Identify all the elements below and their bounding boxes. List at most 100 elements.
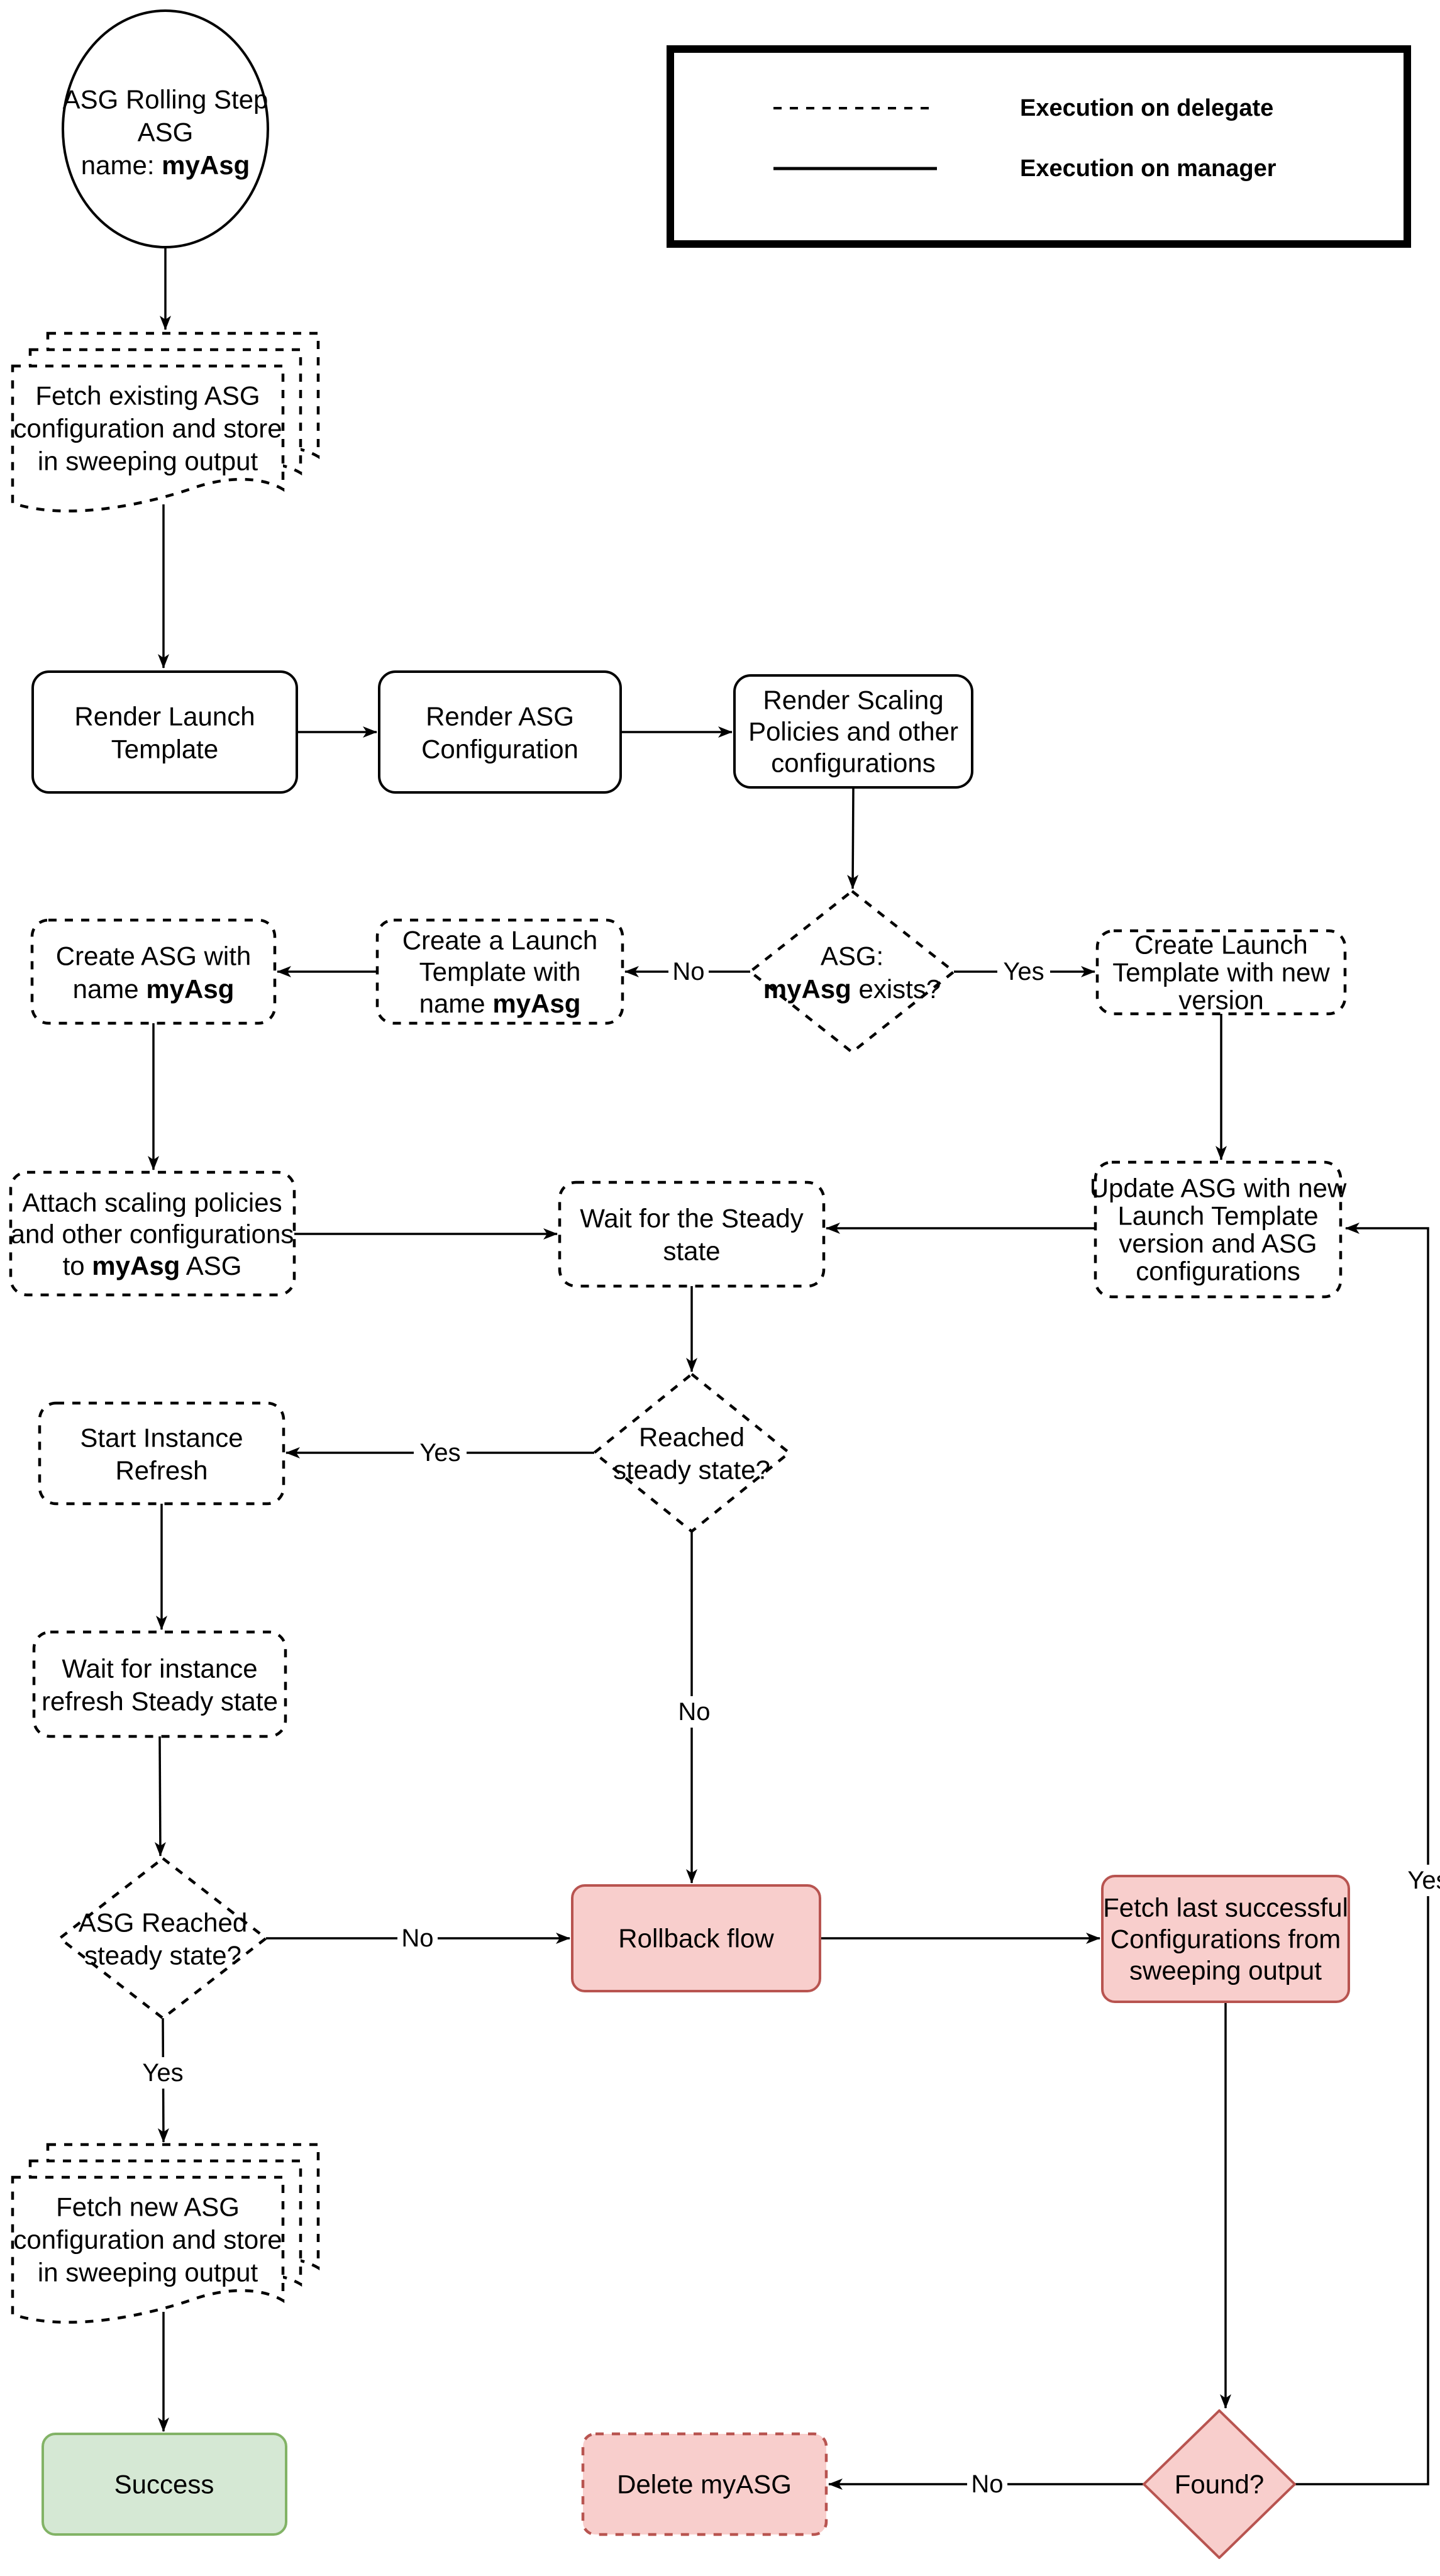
asg-reached-no-label: No bbox=[401, 1924, 433, 1952]
asg-exists-no-chip bbox=[668, 957, 709, 986]
create-asg-box bbox=[30, 918, 277, 1025]
asg-exists-line2-bold: myAsg bbox=[763, 974, 851, 1004]
reached-yes-label: Yes bbox=[419, 1439, 460, 1467]
success-box bbox=[42, 2433, 287, 2536]
fetch-existing-line3: in sweeping output bbox=[38, 447, 258, 476]
found-no-chip bbox=[967, 2470, 1007, 2499]
node-reached-steady-decision: Reached steady state? bbox=[592, 1372, 791, 1533]
render-asg-line1: Render ASG bbox=[426, 702, 574, 731]
render-scaling-line2: Policies and other bbox=[748, 717, 958, 747]
update-asg-line3: version and ASG bbox=[1119, 1229, 1317, 1258]
reached-yes-chip bbox=[414, 1438, 467, 1467]
create-asg-line2: name myAsg bbox=[73, 974, 235, 1004]
fetch-last-box bbox=[1101, 1875, 1350, 2003]
rollback-box bbox=[571, 1884, 821, 1992]
create-lt-new-line3: version bbox=[1178, 985, 1263, 1015]
fetch-existing-line2: configuration and store bbox=[13, 414, 282, 443]
asg-reached-yes-label: Yes bbox=[142, 2059, 183, 2087]
create-lt-new-box bbox=[1095, 929, 1347, 1016]
found-no-label: No bbox=[971, 2470, 1003, 2498]
render-lt-line2: Template bbox=[111, 735, 218, 764]
attach-scaling-box bbox=[9, 1170, 296, 1297]
attach-scaling-line3: to myAsg ASG bbox=[63, 1251, 242, 1280]
create-lt-new-line2: Template with new bbox=[1112, 958, 1330, 987]
rollback-label: Rollback flow bbox=[618, 1924, 774, 1953]
attach-scaling-line2: and other configurations bbox=[11, 1219, 294, 1249]
render-scaling-line3: configurations bbox=[771, 748, 936, 778]
node-fetch-last-success: Fetch last successful Configurations fro… bbox=[1101, 1875, 1350, 2003]
attach-scaling-line1: Attach scaling policies bbox=[22, 1188, 282, 1218]
delete-myasg-label: Delete myASG bbox=[617, 2470, 792, 2499]
node-create-asg: Create ASG with name myAsg bbox=[30, 918, 277, 1025]
update-asg-line2: Launch Template bbox=[1117, 1201, 1318, 1231]
create-asg-line1: Create ASG with bbox=[56, 941, 251, 971]
update-asg-line4: configurations bbox=[1136, 1257, 1300, 1286]
render-asg-line2: Configuration bbox=[421, 735, 579, 764]
edges bbox=[148, 247, 1429, 2490]
update-asg-box bbox=[1094, 1160, 1343, 1299]
create-lt-new-line1: Create Launch bbox=[1134, 930, 1308, 960]
reached-no-label: No bbox=[678, 1698, 710, 1726]
asg-exists-line2-rest: exists? bbox=[851, 974, 941, 1004]
start-line3-prefix: name: bbox=[81, 150, 162, 180]
node-delete-myasg: Delete myASG bbox=[581, 2432, 828, 2536]
node-create-launch-template: Create a Launch Template with name myAsg bbox=[375, 918, 624, 1025]
node-asg-reached-decision: ASG Reached steady state? bbox=[58, 1857, 268, 2020]
asg-exists-line1: ASG: bbox=[821, 941, 883, 971]
attach-line3-suffix: ASG bbox=[180, 1251, 241, 1280]
wait-steady-line2: state bbox=[663, 1236, 720, 1266]
success-label: Success bbox=[114, 2470, 214, 2499]
asg-reached-diamond bbox=[58, 1857, 268, 2020]
node-render-asg-config: Render ASG Configuration bbox=[378, 670, 622, 794]
start-line3: name: myAsg bbox=[81, 150, 250, 180]
start-ir-box bbox=[38, 1401, 285, 1506]
asg-reached-line1: ASG Reached bbox=[79, 1908, 248, 1938]
asg-exists-line2: myAsg exists? bbox=[763, 974, 941, 1004]
fetch-new-line3: in sweeping output bbox=[38, 2258, 258, 2287]
node-fetch-existing: Fetch existing ASG configuration and sto… bbox=[11, 331, 320, 513]
node-start: ASG Rolling Step ASG name: myAsg bbox=[62, 9, 269, 248]
node-start-instance-refresh: Start Instance Refresh bbox=[38, 1401, 285, 1506]
wait-ir-box bbox=[32, 1630, 287, 1738]
node-update-asg: Update ASG with new Launch Template vers… bbox=[1090, 1160, 1347, 1299]
start-line3-bold: myAsg bbox=[162, 150, 250, 180]
found-label: Found? bbox=[1175, 2470, 1264, 2499]
render-scaling-line1: Render Scaling bbox=[763, 686, 943, 715]
node-found-decision: Found? bbox=[1143, 2409, 1296, 2559]
node-rollback: Rollback flow bbox=[571, 1884, 821, 1992]
create-asg-line2-bold: myAsg bbox=[146, 974, 234, 1004]
found-diamond bbox=[1143, 2409, 1296, 2559]
create-lt-box bbox=[375, 918, 624, 1025]
reached-steady-diamond bbox=[592, 1372, 791, 1533]
node-success: Success bbox=[42, 2433, 287, 2536]
start-ir-line1: Start Instance bbox=[80, 1423, 243, 1453]
render-scaling-box bbox=[733, 674, 973, 789]
render-lt-line1: Render Launch bbox=[74, 702, 255, 731]
fetch-existing-doc-front bbox=[11, 364, 285, 513]
node-asg-exists-decision: ASG: myAsg exists? bbox=[748, 889, 956, 1054]
fetch-new-line1: Fetch new ASG bbox=[56, 2192, 240, 2222]
asg-reached-no-chip bbox=[397, 1924, 438, 1953]
create-lt-line2: Template with bbox=[419, 957, 581, 987]
edge-labels: No Yes Yes No No Yes No Yes bbox=[136, 957, 1440, 2499]
wait-steady-box bbox=[558, 1180, 826, 1288]
asg-reached-line2: steady state? bbox=[84, 1941, 241, 1970]
node-fetch-new: Fetch new ASG configuration and store in… bbox=[11, 2143, 320, 2324]
wait-steady-line1: Wait for the Steady bbox=[580, 1204, 804, 1233]
asg-exists-diamond bbox=[748, 889, 956, 1054]
node-render-scaling: Render Scaling Policies and other config… bbox=[733, 674, 973, 789]
node-wait-instance-refresh: Wait for instance refresh Steady state bbox=[32, 1630, 287, 1738]
wait-ir-line2: refresh Steady state bbox=[42, 1687, 278, 1716]
start-line1: ASG Rolling Step bbox=[63, 85, 269, 114]
legend-label-delegate: Execution on delegate bbox=[1020, 95, 1273, 121]
asg-reached-yes-chip bbox=[136, 2057, 189, 2089]
fetch-existing-line1: Fetch existing ASG bbox=[35, 381, 260, 411]
legend: Execution on delegate Execution on manag… bbox=[667, 45, 1411, 248]
found-yes-label: Yes bbox=[1407, 1867, 1440, 1894]
legend-label-manager: Execution on manager bbox=[1020, 155, 1277, 182]
fetch-last-line1: Fetch last successful bbox=[1103, 1893, 1348, 1923]
render-asg-box bbox=[378, 670, 622, 794]
reached-no-chip bbox=[673, 1696, 716, 1728]
